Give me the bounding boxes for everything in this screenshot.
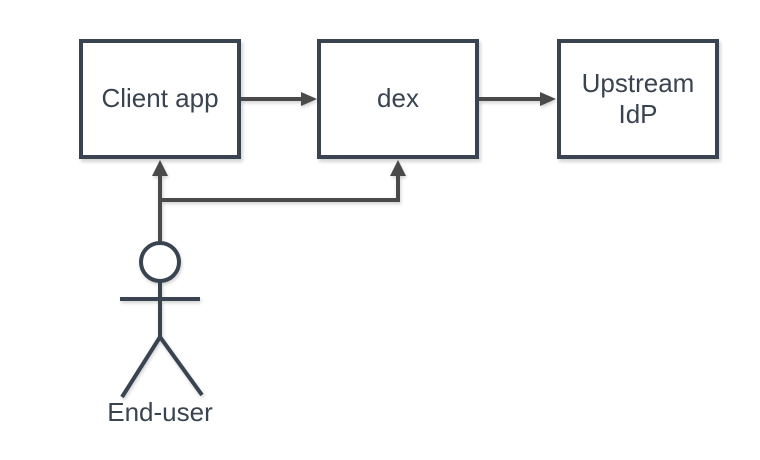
arrowhead-right-icon	[301, 92, 317, 106]
actor-head	[139, 241, 181, 283]
actor-end-user-label: End-user	[107, 397, 213, 427]
node-upstream-idp: Upstream IdP	[557, 39, 719, 159]
actor-legs	[120, 333, 204, 399]
arrowhead-up-icon	[390, 160, 406, 176]
edge-client-app-to-dex	[241, 92, 317, 106]
arrowhead-up-icon	[152, 160, 168, 176]
edge-end-user-to-dex	[158, 160, 406, 243]
edge-dex-to-upstream-idp	[479, 92, 556, 106]
node-client-app-label: Client app	[101, 83, 219, 114]
edge-end-user-to-client-app	[152, 160, 168, 243]
node-client-app: Client app	[79, 39, 241, 159]
node-upstream-idp-label: Upstream IdP	[581, 67, 695, 129]
node-dex-label: dex	[377, 83, 419, 114]
actor-end-user-figure	[120, 241, 204, 399]
node-dex: dex	[317, 39, 479, 159]
edge-line	[158, 175, 400, 243]
arrowhead-right-icon	[540, 92, 556, 106]
